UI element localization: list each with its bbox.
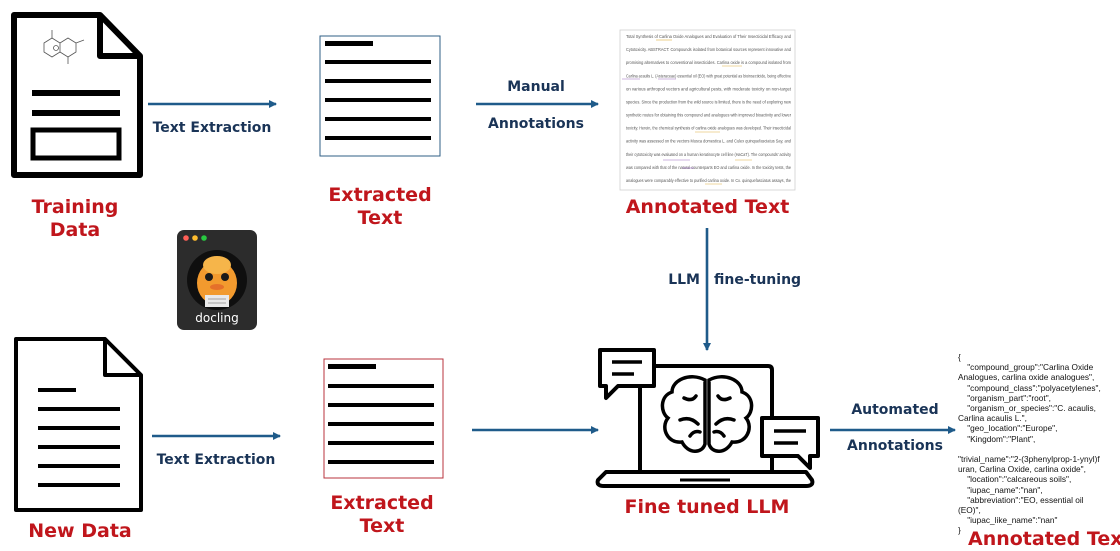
annotated-doc-line: on various arthropod vectors and agricul…	[626, 86, 792, 91]
annotated-doc-line: Carlina acaulis L. (Asteraceae) essentia…	[626, 73, 791, 78]
new-document-icon	[14, 337, 143, 512]
brain-icon	[660, 375, 754, 453]
fine-tuning-label: fine-tuning	[714, 272, 802, 288]
annotated-doc-line: promising alternatives to conventional i…	[626, 60, 791, 65]
new-data-label: New Data	[28, 520, 132, 542]
training-data-label: Training Data	[31, 196, 119, 241]
annotated-doc-line: toxicity. Herein, the chemical synthesis…	[626, 126, 791, 131]
annotated-doc-line: Cytotoxicity. ABSTRACT: Compounds isolat…	[626, 47, 791, 52]
manual-annotations-label: Annotations	[488, 116, 584, 132]
annotated-doc-line: was compared with that of the natural co…	[626, 165, 791, 170]
extracted-text-label-bottom: Extracted Text	[330, 492, 434, 537]
manual-label: Manual	[507, 79, 565, 95]
automated-annotations-label: Annotations	[847, 438, 943, 454]
annotated-doc-line: Total Synthesis of Carlina Oxide Analogu…	[626, 34, 791, 39]
annotated-text-label-bottom: Annotated Text	[968, 528, 1120, 550]
annotated-document-thumbnail: Total Synthesis of Carlina Oxide Analogu…	[619, 29, 796, 191]
docling-logo	[177, 230, 257, 330]
arrows	[148, 100, 956, 440]
annotated-doc-line: synthetic routes for obtaining this comp…	[626, 113, 791, 118]
fine-tuned-llm-label: Fine tuned LLM	[624, 496, 790, 518]
annotated-doc-line: activity was assessed on the vectors Mus…	[626, 139, 791, 144]
training-document-icon	[11, 12, 143, 178]
annotated-doc-line: species. Since the production from the w…	[626, 100, 792, 105]
extracted-text-icon-top	[319, 35, 441, 157]
annotated-doc-line: analogues were comparably effective to p…	[626, 178, 791, 183]
extracted-text-icon-bottom	[323, 358, 444, 479]
llm-label: LLM	[668, 272, 700, 288]
molecule-structure-icon	[43, 30, 85, 64]
automated-label: Automated	[851, 402, 939, 418]
annotated-json-output: { "compound_group":"Carlina Oxide Analog…	[958, 352, 1101, 536]
chat-bubble-left-icon	[598, 348, 656, 400]
text-extraction-label-top: Text Extraction	[152, 120, 272, 136]
chat-bubble-right-icon	[760, 416, 820, 470]
annotated-doc-line: their cytotoxicity was evaluated on a hu…	[626, 152, 792, 157]
docling-label: docling	[195, 311, 238, 325]
extracted-text-label-top: Extracted Text	[328, 184, 432, 229]
text-extraction-label-bottom: Text Extraction	[156, 452, 276, 468]
annotated-text-label-top: Annotated Text	[625, 196, 790, 218]
fine-tuned-llm-icon	[595, 364, 815, 488]
